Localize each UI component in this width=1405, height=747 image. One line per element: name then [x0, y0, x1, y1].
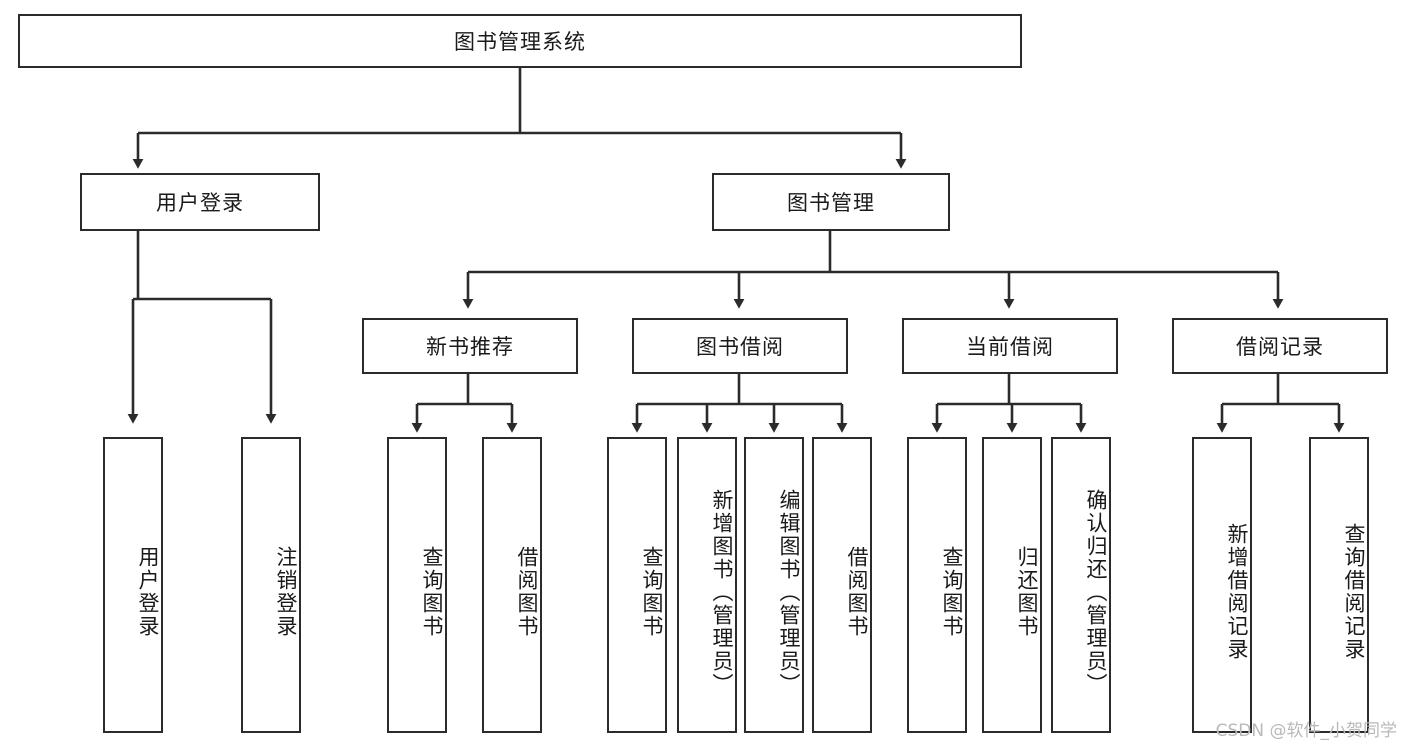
- node-leaf-return-book[interactable]: 归还图书: [982, 437, 1042, 733]
- node-root[interactable]: 图书管理系统: [18, 14, 1022, 68]
- node-leaf-query-book-1[interactable]: 查询图书: [387, 437, 447, 733]
- node-leaf-confirm-return[interactable]: 确认归还（管理员）: [1051, 437, 1111, 733]
- node-book-management-label: 图书管理: [787, 191, 875, 215]
- node-leaf-query-record-label: 查询借阅记录: [1342, 523, 1366, 661]
- node-leaf-query-record[interactable]: 查询借阅记录: [1309, 437, 1369, 733]
- node-leaf-add-book-label: 新增图书（管理员）: [710, 488, 734, 696]
- node-borrow-record[interactable]: 借阅记录: [1172, 318, 1388, 374]
- node-leaf-add-record-label: 新增借阅记录: [1225, 523, 1249, 661]
- node-leaf-logout-login[interactable]: 注销登录: [241, 437, 301, 733]
- node-leaf-borrow-book-1[interactable]: 借阅图书: [482, 437, 542, 733]
- node-new-book-recommend[interactable]: 新书推荐: [362, 318, 578, 374]
- node-leaf-user-login[interactable]: 用户登录: [103, 437, 163, 733]
- node-user-login[interactable]: 用户登录: [80, 173, 320, 231]
- node-leaf-borrow-book-2-label: 借阅图书: [845, 546, 869, 638]
- node-book-management[interactable]: 图书管理: [712, 173, 950, 231]
- node-borrow-record-label: 借阅记录: [1236, 335, 1324, 359]
- node-current-borrow[interactable]: 当前借阅: [902, 318, 1118, 374]
- node-leaf-borrow-book-1-label: 借阅图书: [515, 546, 539, 638]
- node-leaf-return-book-label: 归还图书: [1015, 546, 1039, 638]
- node-leaf-logout-login-label: 注销登录: [274, 546, 298, 638]
- node-user-login-label: 用户登录: [156, 191, 244, 215]
- node-leaf-query-book-3[interactable]: 查询图书: [907, 437, 967, 733]
- node-book-borrow-label: 图书借阅: [696, 335, 784, 359]
- node-leaf-query-book-2[interactable]: 查询图书: [607, 437, 667, 733]
- node-leaf-borrow-book-2[interactable]: 借阅图书: [812, 437, 872, 733]
- node-leaf-query-book-3-label: 查询图书: [940, 546, 964, 638]
- csdn-watermark: CSDN @软件_小贺同学: [1215, 721, 1397, 741]
- node-leaf-query-book-1-label: 查询图书: [420, 546, 444, 638]
- node-leaf-query-book-2-label: 查询图书: [640, 546, 664, 638]
- node-leaf-add-record[interactable]: 新增借阅记录: [1192, 437, 1252, 733]
- node-leaf-add-book[interactable]: 新增图书（管理员）: [677, 437, 737, 733]
- node-leaf-user-login-label: 用户登录: [136, 546, 160, 638]
- node-book-borrow[interactable]: 图书借阅: [632, 318, 848, 374]
- node-current-borrow-label: 当前借阅: [966, 335, 1054, 359]
- node-leaf-confirm-return-label: 确认归还（管理员）: [1084, 488, 1108, 696]
- node-new-book-recommend-label: 新书推荐: [426, 335, 514, 359]
- node-leaf-edit-book[interactable]: 编辑图书（管理员）: [744, 437, 804, 733]
- node-leaf-edit-book-label: 编辑图书（管理员）: [777, 488, 801, 696]
- node-root-label: 图书管理系统: [454, 30, 586, 54]
